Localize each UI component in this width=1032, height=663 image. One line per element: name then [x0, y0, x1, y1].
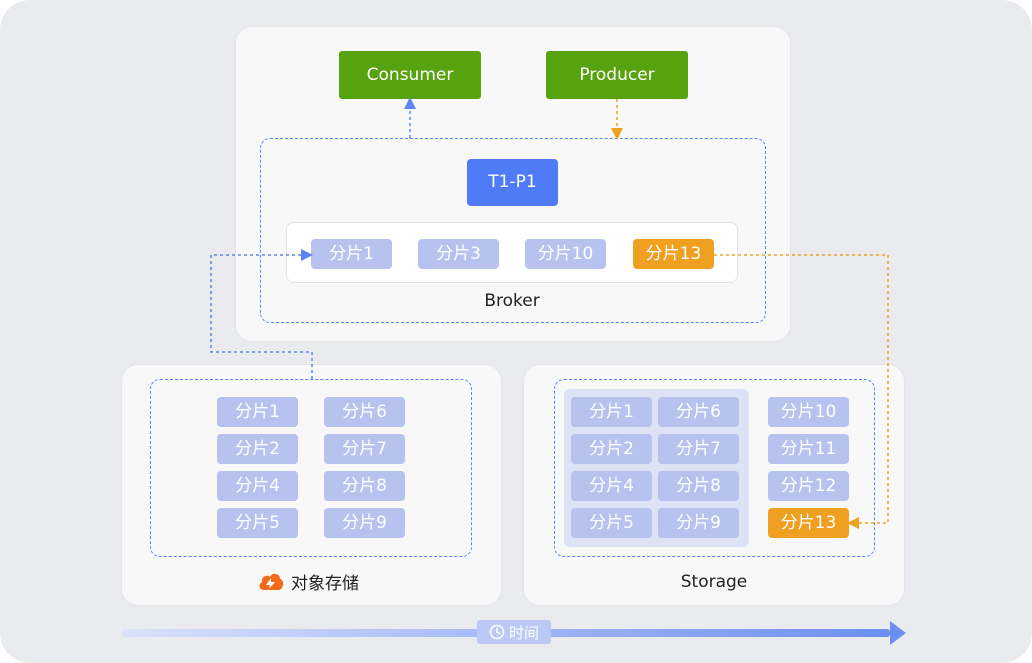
object-storage-segment: 分片8 [324, 471, 405, 501]
storage-segment: 分片5 [571, 508, 652, 538]
object-storage-segment: 分片6 [324, 397, 405, 427]
storage-segment: 分片1 [571, 397, 652, 427]
storage-segment: 分片4 [571, 471, 652, 501]
storage-segment: 分片8 [658, 471, 739, 501]
object-storage-caption: 对象存储 [257, 570, 359, 594]
storage-segment: 分片7 [658, 434, 739, 464]
storage-segment: 分片12 [768, 471, 849, 501]
clock-icon [489, 624, 505, 640]
object-storage-segment: 分片4 [217, 471, 298, 501]
producer-box: Producer [546, 51, 688, 99]
broker-to-storage-arrow [714, 254, 889, 529]
broker-boundary [260, 138, 766, 323]
object-storage-label: 对象存储 [291, 573, 359, 594]
cloud-storage-icon [257, 570, 285, 592]
object-storage-boundary [150, 379, 472, 557]
broker-label: Broker [484, 291, 540, 311]
object-storage-panel [122, 365, 501, 605]
storage-segment-highlight: 分片13 [768, 508, 849, 538]
object-storage-segment: 分片1 [217, 397, 298, 427]
storage-segment: 分片10 [768, 397, 849, 427]
object-storage-segment: 分片9 [324, 508, 405, 538]
broker-segment-highlight: 分片13 [633, 239, 714, 269]
storage-boundary [554, 379, 875, 557]
timeline-badge: 时间 [477, 620, 551, 644]
storage-segment: 分片2 [571, 434, 652, 464]
broker-segment: 分片3 [418, 239, 499, 269]
broker-segment: 分片10 [525, 239, 606, 269]
object-storage-to-broker-arrow [210, 249, 313, 379]
topic-partition-box: T1-P1 [467, 159, 558, 206]
storage-segment: 分片6 [658, 397, 739, 427]
object-storage-segment: 分片2 [217, 434, 298, 464]
storage-segment: 分片9 [658, 508, 739, 538]
storage-label: Storage [680, 572, 748, 592]
storage-segment: 分片11 [768, 434, 849, 464]
consumer-box: Consumer [339, 51, 481, 99]
broker-segment: 分片1 [311, 239, 392, 269]
object-storage-segment: 分片7 [324, 434, 405, 464]
timeline-label: 时间 [508, 623, 539, 642]
object-storage-segment: 分片5 [217, 508, 298, 538]
